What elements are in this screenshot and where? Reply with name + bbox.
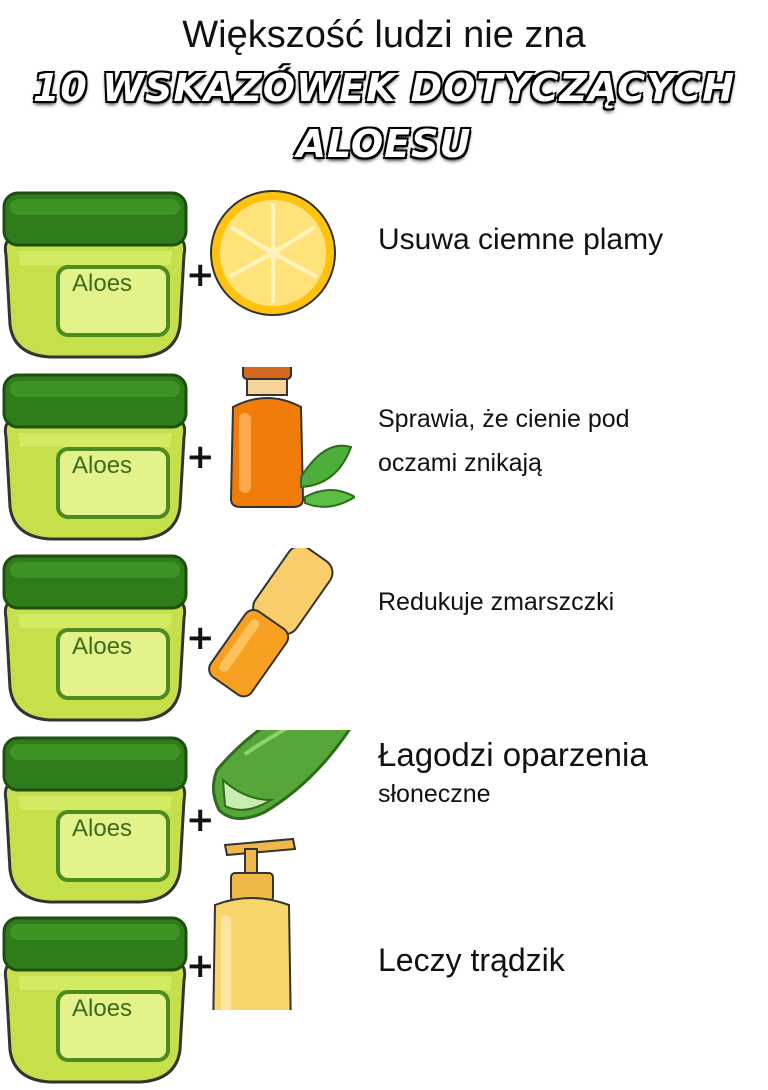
jar-label: Aloes [72,815,133,842]
tip-text: Łagodzi oparzenia słoneczne [378,736,648,808]
headline-line-1: 10 WSKAZÓWEK DOTYCZĄCYCH [32,66,735,110]
tip-row-2: Aloes + Sprawia, że cienie pod oczami zn… [0,367,768,547]
lotion-bottle-icon [212,837,297,1010]
tip-text: Redukuje zmarszczki [378,588,615,616]
tip-text: Usuwa ciemne plamy [378,223,664,256]
plus-sign: + [186,255,215,295]
plus-sign: + [186,800,215,840]
lip-balm-icon [208,548,334,698]
oil-bottle-icon [229,367,355,508]
tip-row-4: Aloes + Łagodzi oparzenia słoneczne [0,730,768,910]
jar-label: Aloes [72,452,133,479]
tip-text: Leczy trądzik [378,942,565,978]
page-title: Większość ludzi nie zna [182,14,586,56]
tip-row-3: Aloes + Redukuje zmarszczki [0,548,768,728]
aloe-leaf-icon [212,730,351,820]
headline-line-2: ALOESU [296,122,472,166]
plus-sign: + [186,437,215,477]
tip-row-1: Aloes + Usuwa ciemne plamy [0,185,768,365]
tip-text: Sprawia, że cienie pod oczami znikają [378,405,630,477]
lemon-icon [210,190,336,316]
jar-label: Aloes [72,270,133,297]
plus-sign: + [186,618,215,658]
tip-row-5: Aloes + Leczy trądzik [0,837,768,1090]
jar-label: Aloes [72,633,133,660]
plus-sign: + [186,946,215,986]
jar-label: Aloes [72,995,133,1022]
